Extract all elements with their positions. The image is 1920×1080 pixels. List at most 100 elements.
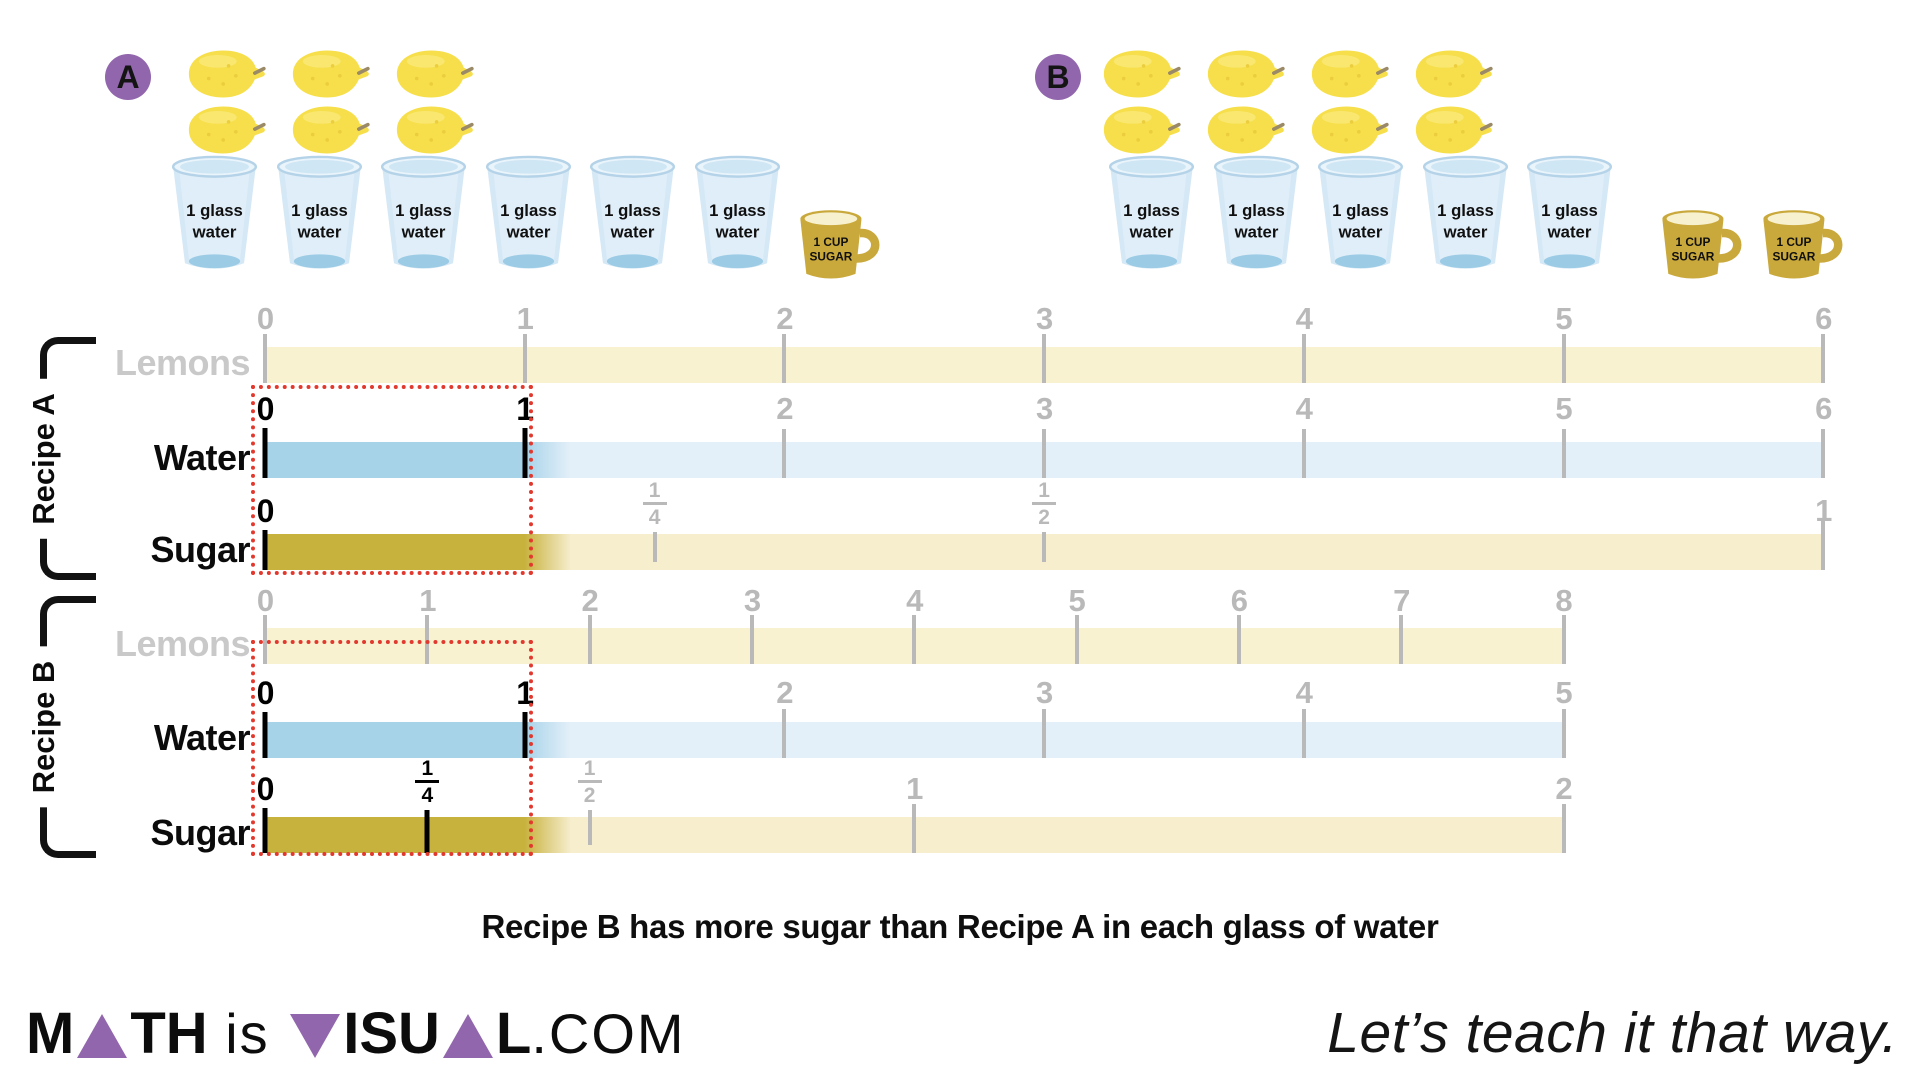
tick-label: 5 [1555,391,1572,426]
row-label-water-b: Water [153,717,251,758]
svg-text:1 glass: 1 glass [1332,201,1389,220]
brand-text: .COM [531,1002,686,1065]
svg-text:water: water [505,223,550,242]
tick-mark [1042,429,1047,478]
tick-label: 0 [256,675,275,711]
triangle-up-icon [77,1014,128,1058]
lemon-icon [1098,46,1182,107]
tick-mark [1561,615,1566,664]
svg-text:water: water [1129,223,1174,242]
lemon-icon [1306,102,1390,163]
fraction-denominator: 2 [1038,506,1050,529]
tick-mark [1561,804,1566,853]
svg-text:SUGAR: SUGAR [1671,249,1714,263]
tick-mark [782,709,787,758]
water-glass-icon: 1 glass water [1207,153,1306,282]
water-filled-bar-a [265,442,571,478]
fraction-numerator: 1 [1032,480,1057,505]
lemon-icon [287,46,371,107]
tick-mark [262,428,268,478]
svg-text:water: water [1233,223,1278,242]
water-filled-bar-b [265,722,571,758]
svg-text:water: water [714,223,759,242]
svg-text:water: water [1547,223,1592,242]
water-glass-icon: 1 glass water [1520,153,1619,282]
water-glass-icon: 1 glass water [165,153,264,282]
tick-label: 4 [906,583,923,618]
tick-label: 3 [1035,391,1053,426]
tick-label: 3 [1035,301,1053,336]
tick-mark [912,615,917,664]
recipe-a-badge: A [105,54,151,100]
tick-label: 6 [1815,301,1832,336]
tick-mark [587,810,592,845]
tick-label: 4 [1295,301,1313,336]
tick-mark [1301,334,1306,383]
lemon-icon [1410,46,1494,107]
sugar-filled-bar-a [265,534,571,570]
svg-text:1 glass: 1 glass [1437,201,1494,220]
svg-text:1 glass: 1 glass [1228,201,1285,220]
tick-label: 0 [256,493,275,529]
tick-mark [522,712,528,758]
tick-mark [1821,521,1826,570]
tick-label: 8 [1555,583,1572,618]
triangle-up-icon [442,1014,493,1058]
water-glass-icon: 1 glass water [583,153,682,282]
recipe-b-bracket-label: Recipe B [26,646,62,808]
tick-label: 0 [256,583,274,618]
tick-mark [1301,429,1306,478]
brand-text: is [207,1002,288,1065]
fraction-denominator: 4 [648,506,661,529]
tick-mark [1074,615,1079,664]
tick-label: 7 [1393,583,1410,618]
water-glass-icon: 1 glass water [1102,153,1201,282]
svg-text:1 glass: 1 glass [291,201,348,220]
water-glass-icon: 1 glass water [1416,153,1515,282]
svg-text:1 CUP: 1 CUP [1776,235,1811,249]
tick-mark [652,532,657,562]
tick-mark [1236,615,1241,664]
tick-mark [1561,709,1566,758]
tick-label: 0 [256,771,275,807]
svg-text:1 glass: 1 glass [500,201,557,220]
brand-text: TH [130,1001,208,1066]
unit-ratio-highlight-a [251,385,533,575]
lemon-icon [391,46,475,107]
svg-text:SUGAR: SUGAR [1772,249,1815,263]
lemon-icon [183,46,267,107]
tick-label: 1 [419,583,436,618]
fraction-denominator: 4 [421,784,434,807]
svg-text:1 glass: 1 glass [709,201,766,220]
water-glass-icon: 1 glass water [479,153,578,282]
brand-text: L [495,1001,532,1066]
tick-label: 0 [256,301,274,336]
tick-label: 6 [1815,391,1832,426]
svg-text:1 glass: 1 glass [604,201,661,220]
caption: Recipe B has more sugar than Recipe A in… [481,908,1439,945]
recipe-a-bracket-label: Recipe A [26,378,62,539]
tick-mark [587,615,592,664]
tick-mark [1561,429,1566,478]
tagline: Let’s teach it that way. [1327,1001,1898,1065]
tick-mark [522,334,527,383]
svg-text:water: water [610,223,655,242]
fraction-numerator: 1 [577,758,602,783]
tick-mark [263,615,267,664]
tick-label: 6 [1230,583,1248,618]
brand-text: M [26,1001,75,1066]
sugar-filled-bar-b [265,817,571,853]
lemon-icon [1306,46,1390,107]
lemon-icon [1098,102,1182,163]
sugar-cup-icon: 1 CUP SUGAR [788,206,884,289]
svg-text:water: water [296,223,341,242]
tick-label: 4 [1295,675,1313,710]
tick-mark [782,334,787,383]
svg-text:SUGAR: SUGAR [809,249,852,263]
tick-label: 5 [1068,583,1085,618]
